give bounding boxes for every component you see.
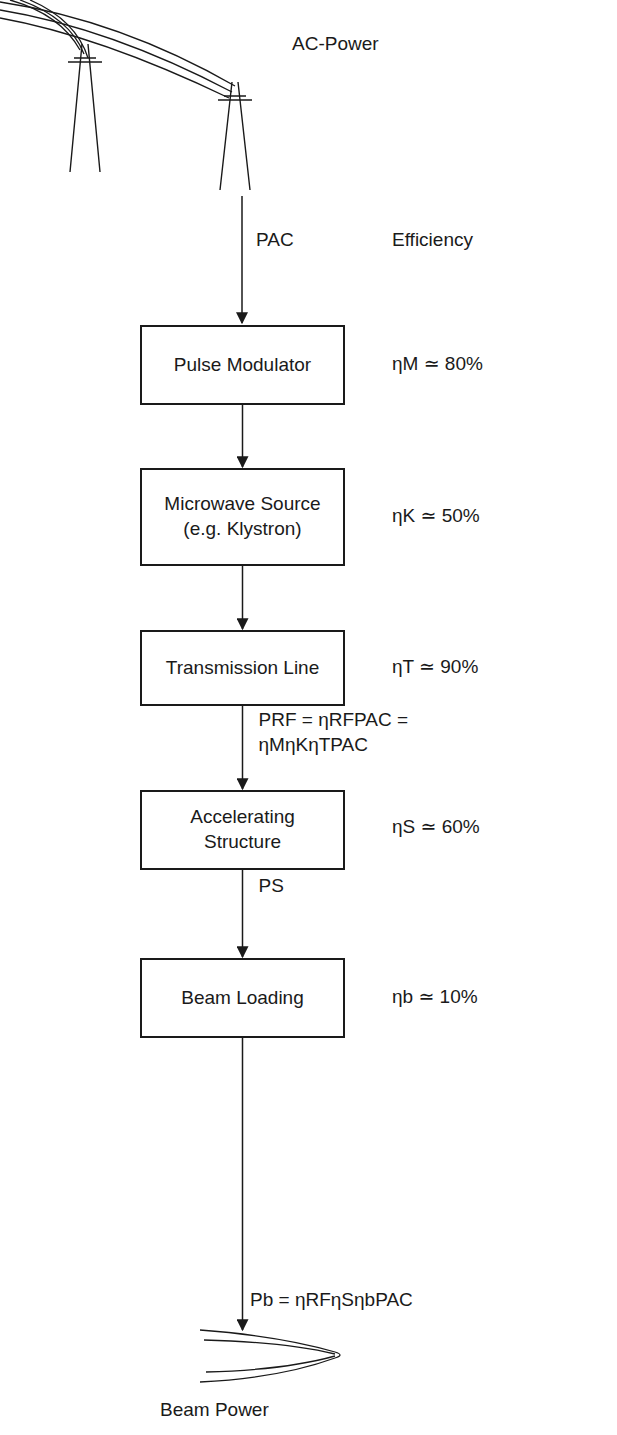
process-box: Beam Loading — [140, 958, 345, 1038]
beam-arrow — [242, 1038, 244, 1330]
box-label: Pulse Modulator — [174, 353, 311, 378]
heading-label: AC-Power — [292, 32, 379, 57]
process-box: Pulse Modulator — [140, 325, 345, 405]
process-box: Microwave Source (e.g. Klystron) — [140, 468, 345, 566]
process-box: Accelerating Structure — [140, 790, 345, 870]
box-label: Transmission Line — [166, 656, 319, 681]
flow-arrow — [242, 566, 244, 629]
flow-arrow — [242, 405, 244, 467]
power-symbol: PAC — [256, 228, 294, 253]
process-box: Transmission Line — [140, 630, 345, 706]
pylon — [68, 44, 102, 172]
power-lines — [0, 0, 235, 98]
power-formula: Pb = ηRFηSηbPAC — [250, 1288, 413, 1313]
efficiency-value: ηT ≃ 90% — [392, 655, 478, 680]
efficiency-value: ηM ≃ 80% — [392, 352, 483, 377]
column-heading: Efficiency — [392, 228, 473, 253]
box-label: Microwave Source (e.g. Klystron) — [154, 492, 331, 541]
edge-label: PRF = ηRFPAC = ηMηKηTPAC — [257, 708, 431, 757]
box-label: Accelerating Structure — [154, 805, 331, 854]
flow-arrow — [242, 870, 244, 957]
supply-arrow — [241, 196, 243, 323]
efficiency-value: ηK ≃ 50% — [392, 504, 480, 529]
box-label: Beam Loading — [181, 986, 304, 1011]
flow-arrow — [242, 706, 244, 789]
beam-caption: Beam Power — [160, 1398, 269, 1423]
edge-label: PS — [257, 874, 321, 899]
efficiency-value: ηb ≃ 10% — [392, 985, 478, 1010]
efficiency-value: ηS ≃ 60% — [392, 815, 480, 840]
beam-symbol — [200, 1330, 340, 1382]
pylon — [218, 82, 252, 190]
